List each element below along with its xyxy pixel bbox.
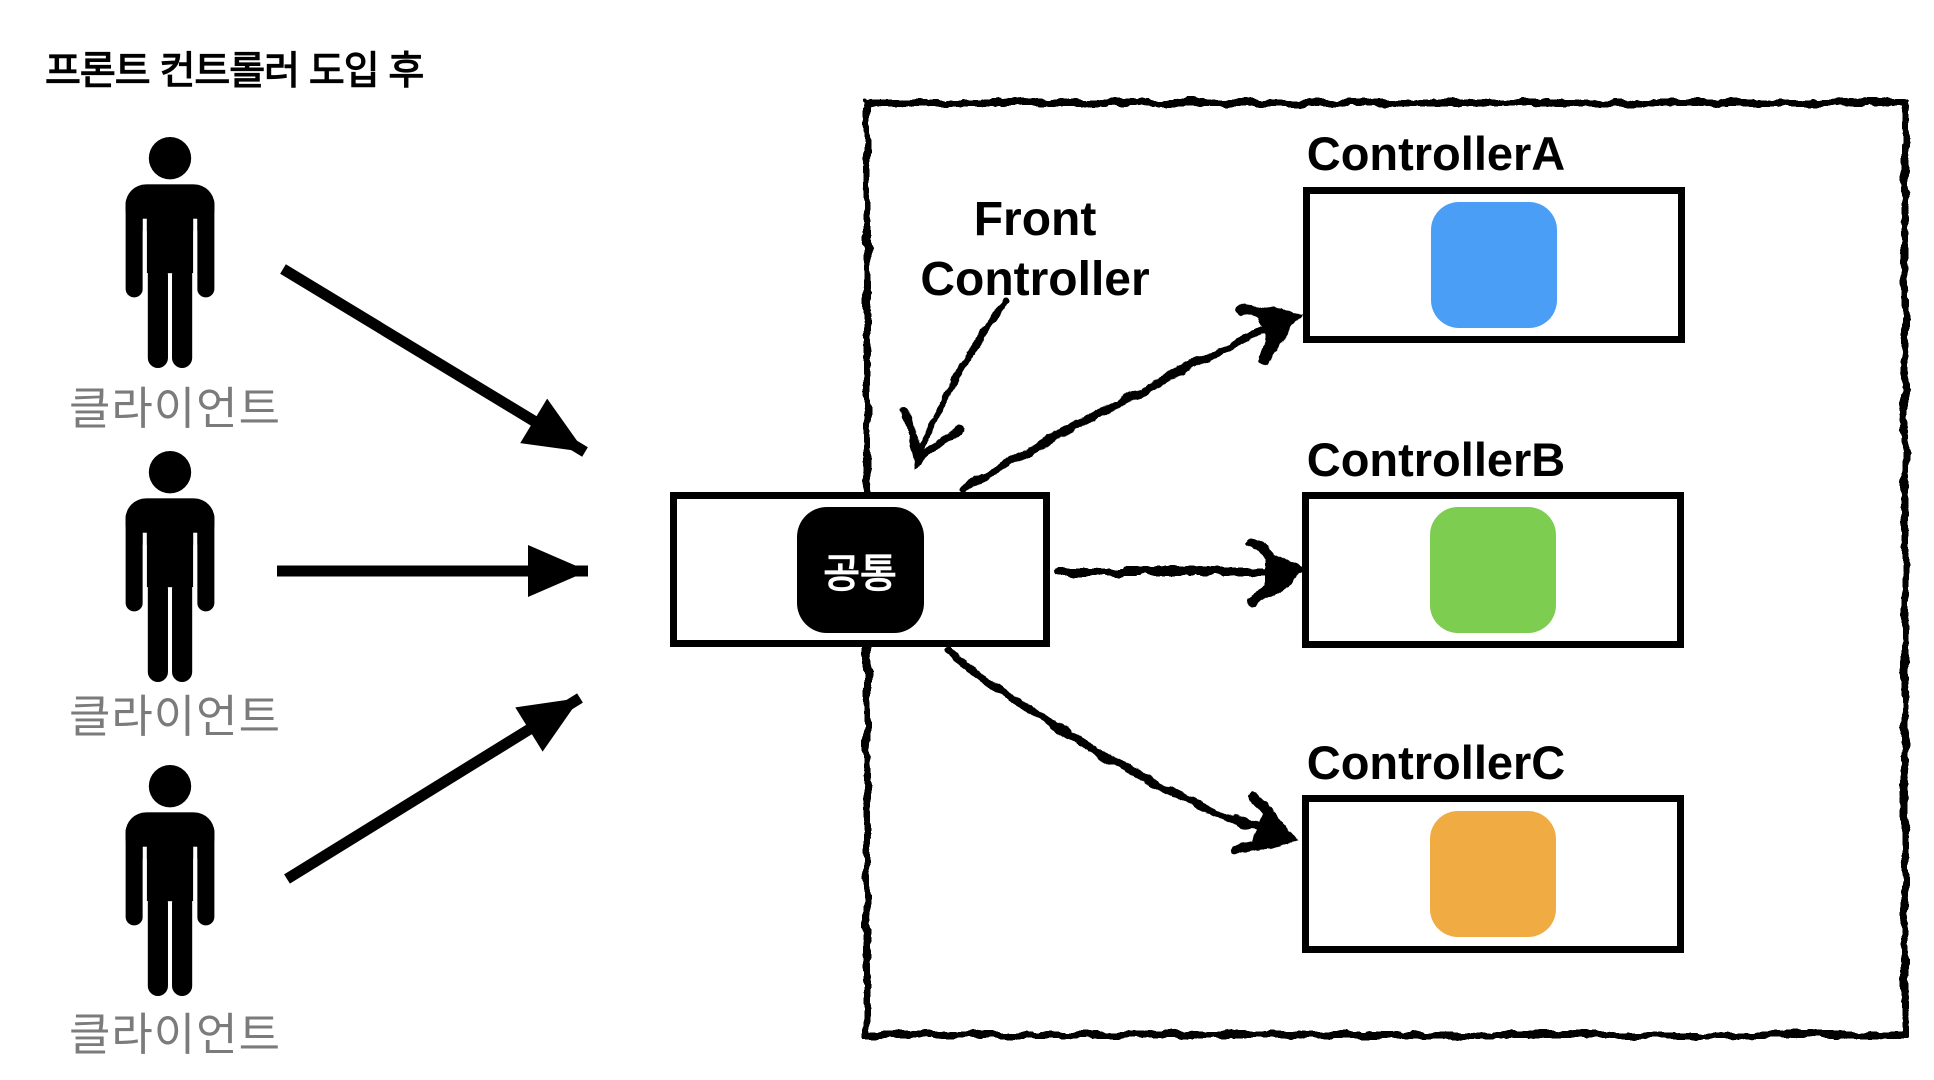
- client-label: 클라이언트: [68, 383, 281, 434]
- client-label: 클라이언트: [68, 1009, 281, 1060]
- arrowhead-fill-controller-c: [1252, 812, 1288, 843]
- arrowhead-controller-c: [1230, 790, 1298, 856]
- arrow-to-controller-a: [959, 316, 1289, 493]
- controller-b-title: ControllerB: [1306, 433, 1566, 486]
- common-badge: 공통: [796, 506, 924, 633]
- front-controller-label-line1: Front: [973, 193, 1097, 246]
- person-icon: [125, 451, 215, 682]
- controller-b-square: [1430, 507, 1556, 633]
- person-icon: [125, 765, 215, 996]
- controller-c-box: [1302, 795, 1684, 953]
- controller-a-title: ControllerA: [1306, 127, 1566, 180]
- controller-c-square: [1430, 811, 1556, 937]
- front-controller-label: Front Controller: [860, 190, 1210, 310]
- person-icon: [125, 137, 215, 368]
- controller-a-square: [1431, 202, 1557, 328]
- arrowhead-fill-controller-a: [1257, 315, 1293, 344]
- page-title: 프론트 컨트롤러 도입 후: [45, 50, 424, 93]
- controller-c-title: ControllerC: [1306, 736, 1566, 789]
- arrow-client1-to-front-controller: [280, 264, 588, 457]
- arrow-label-to-front-controller: [914, 298, 1009, 459]
- front-controller-label-line2: Controller: [920, 253, 1150, 306]
- controller-a-box: [1303, 187, 1685, 343]
- arrowhead-label-arrow: [902, 406, 963, 469]
- arrow-to-controller-c: [946, 649, 1284, 840]
- arrowhead-controller-a: [1235, 303, 1303, 366]
- arrow-client3-to-front-controller: [284, 693, 583, 884]
- front-controller-box: 공통: [670, 492, 1050, 647]
- controller-b-box: [1302, 492, 1684, 648]
- client-label: 클라이언트: [68, 691, 281, 742]
- client-arrows: [277, 264, 588, 884]
- arrowhead-fill-controller-b: [1265, 556, 1297, 588]
- arrowhead-controller-b: [1246, 538, 1308, 606]
